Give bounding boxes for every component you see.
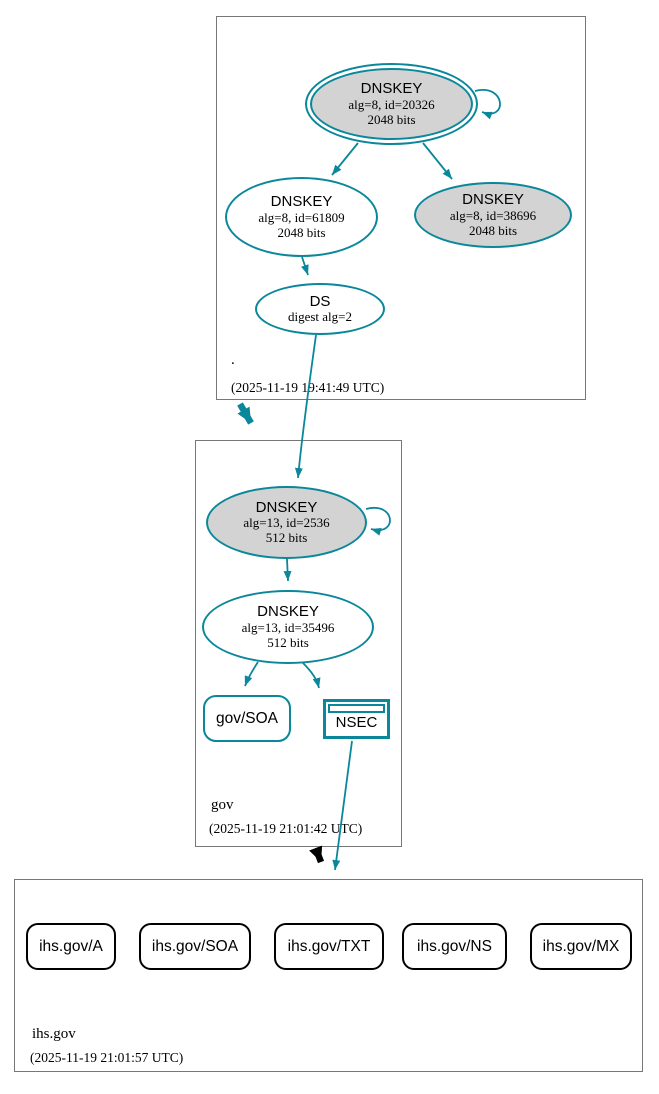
node-detail: alg=8, id=38696 [449,207,537,223]
node-detail: 2048 bits [367,111,416,127]
node-gov-nsec[interactable]: NSEC [323,699,390,739]
edge-gov-to-ihs-delegation [309,845,325,864]
zone-name-gov: gov [211,797,234,813]
node-root-ksk-inner-ring: DNSKEY alg=8, id=20326 2048 bits [310,68,473,140]
zone-name-ihs-gov: ihs.gov [32,1026,76,1042]
node-title: DNSKEY [462,191,524,209]
node-detail: digest alg=2 [287,309,353,325]
zone-name-root: . [231,352,235,368]
node-label: NSEC [335,714,378,731]
node-root-zsk-dnskey-61809[interactable]: DNSKEY alg=8, id=61809 2048 bits [225,177,378,257]
node-title: DNSKEY [270,193,333,211]
node-detail: alg=13, id=35496 [241,619,335,635]
edge-root-to-gov-delegation [237,402,254,425]
node-detail: alg=8, id=20326 [348,96,435,112]
node-title: DNSKEY [255,498,318,516]
node-detail: 512 bits [265,530,308,546]
node-title: DNSKEY [360,80,423,98]
node-root-ksk-dnskey-20326[interactable]: DNSKEY alg=8, id=20326 2048 bits [305,63,478,145]
node-label: ihs.gov/SOA [151,937,239,955]
node-label: gov/SOA [215,709,279,727]
node-label: ihs.gov/TXT [287,937,371,955]
zone-timestamp-root: (2025-11-19 19:41:49 UTC) [231,380,385,395]
node-ihs-gov-ns-rrset[interactable]: ihs.gov/NS [402,923,507,970]
node-gov-soa-rrset[interactable]: gov/SOA [203,695,291,742]
node-label: ihs.gov/MX [542,937,620,955]
node-ihs-gov-txt-rrset[interactable]: ihs.gov/TXT [274,923,384,970]
nsec-header-bar [328,704,385,713]
zone-box-ihs-gov [14,879,643,1072]
node-gov-ksk-dnskey-2536[interactable]: DNSKEY alg=13, id=2536 512 bits [206,486,367,559]
node-detail: alg=8, id=61809 [258,209,345,225]
node-detail: 2048 bits [468,222,518,238]
node-ihs-gov-a-rrset[interactable]: ihs.gov/A [26,923,116,970]
node-detail: 2048 bits [277,224,326,240]
zone-timestamp-gov: (2025-11-19 21:01:42 UTC) [209,821,363,836]
zone-box-root [216,16,586,400]
node-ihs-gov-mx-rrset[interactable]: ihs.gov/MX [530,923,632,970]
node-title: DS [309,292,331,310]
node-detail: alg=13, id=2536 [243,515,330,531]
node-label: ihs.gov/NS [417,937,492,955]
node-ihs-gov-soa-rrset[interactable]: ihs.gov/SOA [139,923,251,970]
node-gov-zsk-dnskey-35496[interactable]: DNSKEY alg=13, id=35496 512 bits [202,590,374,664]
node-label: ihs.gov/A [39,937,103,955]
node-title: DNSKEY [257,603,319,621]
node-root-ds[interactable]: DS digest alg=2 [255,283,385,335]
node-root-dnskey-38696[interactable]: DNSKEY alg=8, id=38696 2048 bits [414,182,572,248]
zone-timestamp-ihs-gov: (2025-11-19 21:01:57 UTC) [30,1050,184,1065]
node-detail: 512 bits [267,634,309,650]
